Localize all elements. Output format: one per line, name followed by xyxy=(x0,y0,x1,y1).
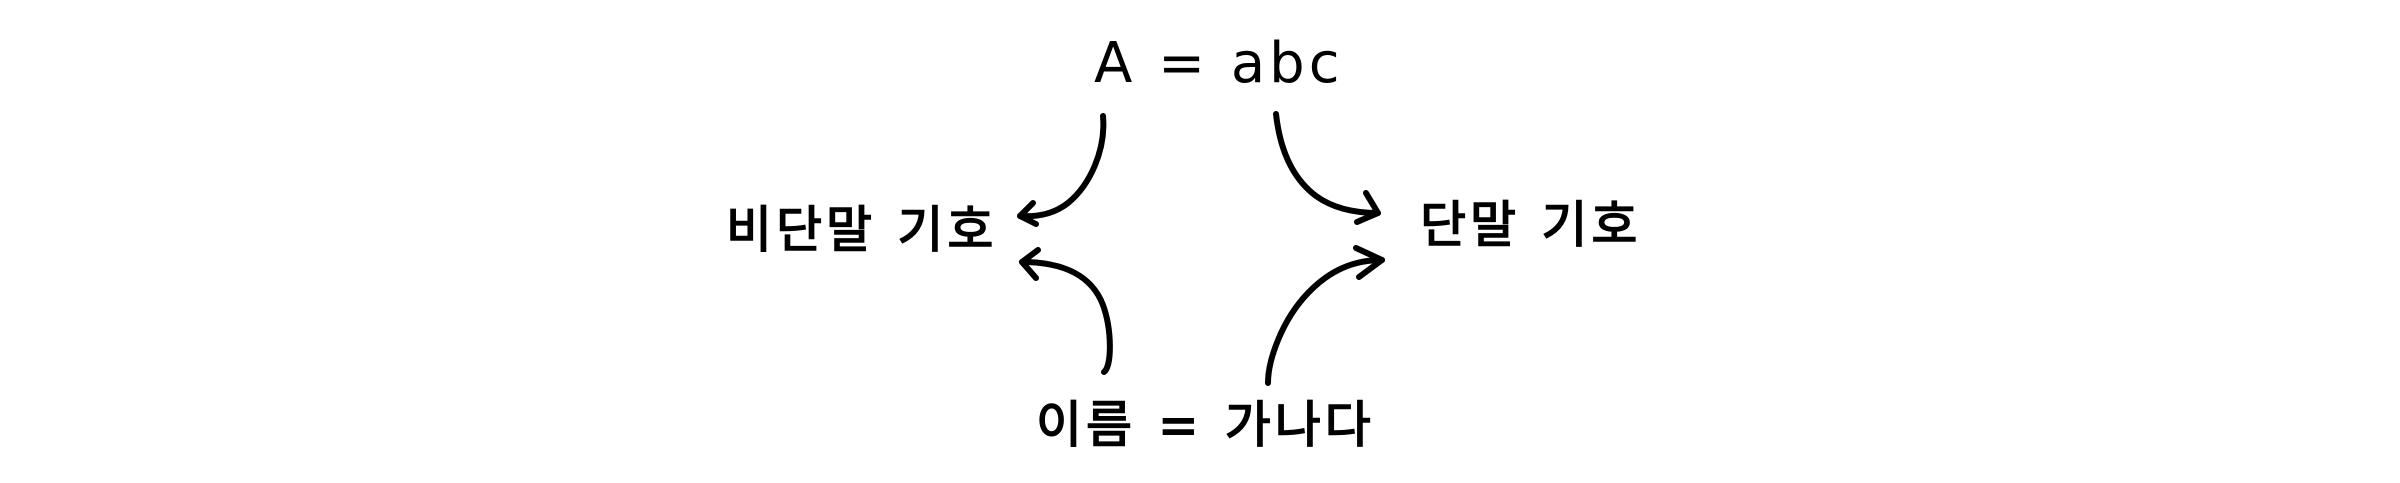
production-rule-korean-label: 이름 = 가나다 xyxy=(1036,396,1375,454)
arrow-bottom-to-nonterminal-icon xyxy=(1019,247,1113,375)
arrow-top-to-nonterminal-icon xyxy=(1017,113,1107,227)
arrow-bottom-to-terminal-icon xyxy=(1265,245,1385,386)
terminal-symbol-label: 단말 기호 xyxy=(1420,196,1642,254)
arrow-top-to-terminal-icon xyxy=(1273,111,1381,225)
nonterminal-symbol-label: 비단말 기호 xyxy=(726,201,998,259)
production-rule-abc-label: A = abc xyxy=(1094,31,1344,96)
